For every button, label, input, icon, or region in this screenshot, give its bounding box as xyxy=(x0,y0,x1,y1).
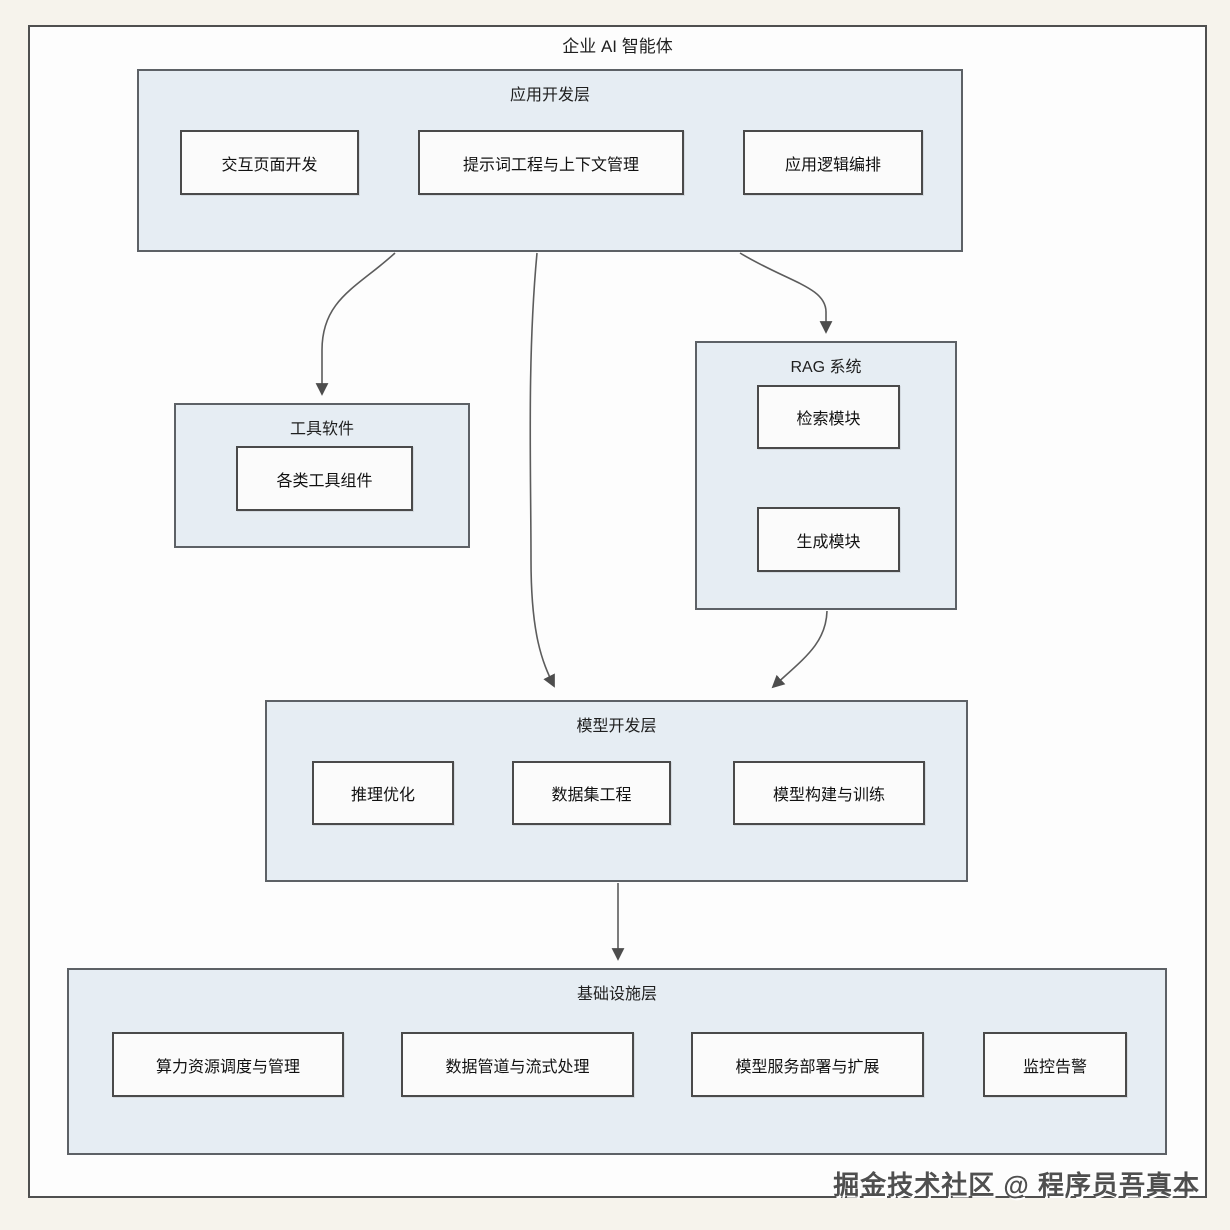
node-interactive-page-dev: 交互页面开发 xyxy=(180,130,359,195)
node-data-pipeline-streaming: 数据管道与流式处理 xyxy=(401,1032,634,1097)
diagram-title: 企业 AI 智能体 xyxy=(562,37,673,56)
node-generation-module: 生成模块 xyxy=(757,507,900,572)
node-inference-optimization: 推理优化 xyxy=(312,761,454,825)
node-model-serving-scaling: 模型服务部署与扩展 xyxy=(691,1032,924,1097)
layer-app-dev-label: 应用开发层 xyxy=(509,87,590,104)
node-dataset-engineering: 数据集工程 xyxy=(512,761,671,825)
layer-tools: 工具软件 各类工具组件 xyxy=(174,403,470,548)
layer-rag-label: RAG 系统 xyxy=(790,359,862,376)
node-prompt-context-mgmt: 提示词工程与上下文管理 xyxy=(418,130,684,195)
layer-model-dev-label: 模型开发层 xyxy=(576,718,657,735)
watermark: 掘金技术社区 @ 程序员吾真本 xyxy=(833,1170,1200,1200)
node-tool-components: 各类工具组件 xyxy=(236,446,413,511)
layer-tools-label: 工具软件 xyxy=(289,421,354,438)
node-compute-scheduling: 算力资源调度与管理 xyxy=(112,1032,344,1097)
layer-rag-system: RAG 系统 检索模块 生成模块 xyxy=(695,341,957,610)
node-app-logic-orchestration: 应用逻辑编排 xyxy=(743,130,923,195)
layer-infrastructure: 基础设施层 算力资源调度与管理 数据管道与流式处理 模型服务部署与扩展 监控告警 xyxy=(67,968,1167,1155)
node-model-build-train: 模型构建与训练 xyxy=(733,761,925,825)
node-retrieval-module: 检索模块 xyxy=(757,385,900,449)
layer-app-dev: 应用开发层 交互页面开发 提示词工程与上下文管理 应用逻辑编排 xyxy=(137,69,963,252)
layer-model-dev: 模型开发层 推理优化 数据集工程 模型构建与训练 xyxy=(265,700,968,882)
node-monitoring-alerting: 监控告警 xyxy=(983,1032,1127,1097)
layer-infra-label: 基础设施层 xyxy=(576,986,657,1003)
